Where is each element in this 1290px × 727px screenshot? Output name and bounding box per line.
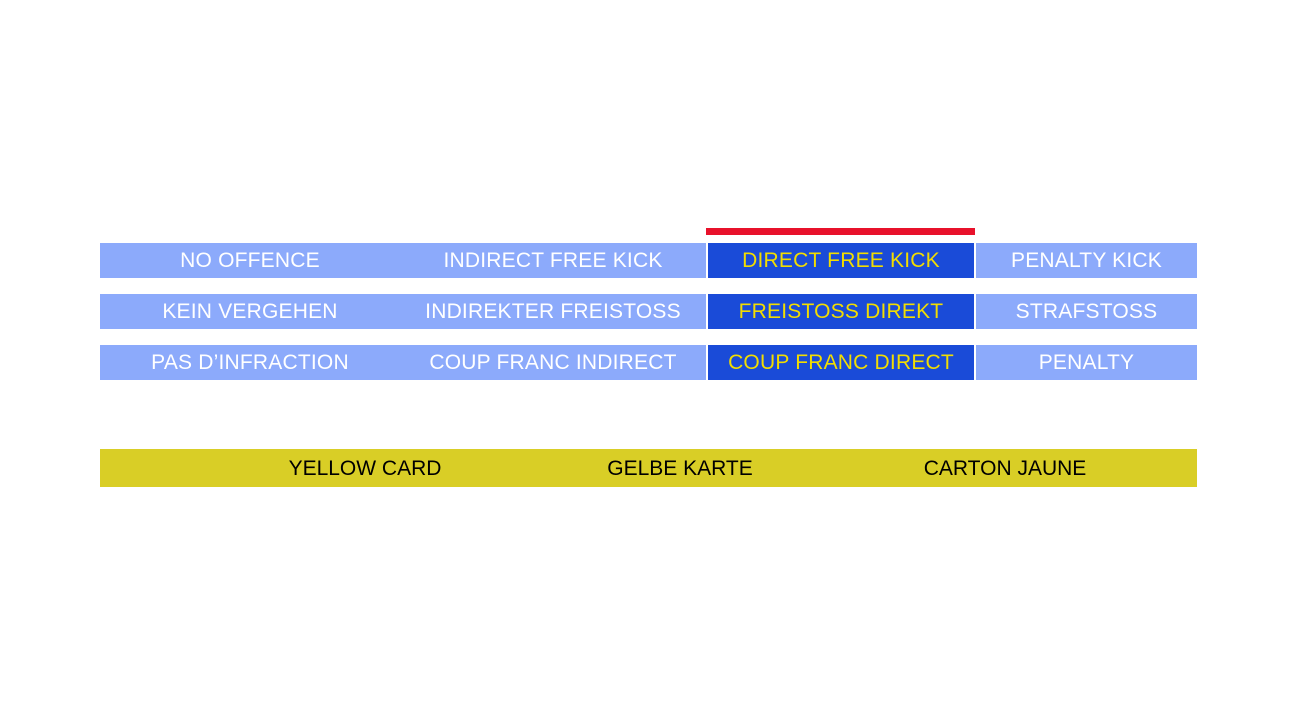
cell-french-direct-free-kick-highlight[interactable]: COUP FRANC DIRECT <box>708 345 974 380</box>
cell-french-direct-free-kick-label: COUP FRANC DIRECT <box>728 351 954 374</box>
row-english-left-segment[interactable]: NO OFFENCE INDIRECT FREE KICK <box>100 243 706 278</box>
cell-english-indirect-free-kick[interactable]: INDIRECT FREE KICK <box>443 249 663 272</box>
decision-matrix: NO OFFENCE INDIRECT FREE KICK DIRECT FRE… <box>100 243 1197 381</box>
cell-french-penalty-kick[interactable]: PENALTY <box>976 345 1197 380</box>
yellow-card-bar[interactable]: YELLOW CARD GELBE KARTE CARTON JAUNE <box>100 449 1197 487</box>
row-french-left-segment[interactable]: PAS D’INFRACTION COUP FRANC INDIRECT <box>100 345 706 380</box>
cell-german-direct-free-kick-label: FREISTOSS DIREKT <box>738 300 944 323</box>
cell-english-direct-free-kick-label: DIRECT FREE KICK <box>742 249 940 272</box>
cell-english-penalty-kick-label: PENALTY KICK <box>1010 249 1162 272</box>
yellow-card-label-english: YELLOW CARD <box>288 456 442 480</box>
cell-english-direct-free-kick-highlight[interactable]: DIRECT FREE KICK <box>708 243 974 278</box>
cell-french-penalty-kick-label: PENALTY <box>1038 351 1135 374</box>
cell-french-indirect-free-kick[interactable]: COUP FRANC INDIRECT <box>429 351 677 374</box>
cell-french-no-offence[interactable]: PAS D’INFRACTION <box>151 351 349 374</box>
highlight-marker-red <box>706 228 975 235</box>
cell-english-no-offence[interactable]: NO OFFENCE <box>180 249 320 272</box>
cell-german-indirect-free-kick[interactable]: INDIREKTER FREISTOSS <box>425 300 681 323</box>
yellow-card-label-german: GELBE KARTE <box>607 456 753 480</box>
row-german-left-segment[interactable]: KEIN VERGEHEN INDIREKTER FREISTOSS <box>100 294 706 329</box>
matrix-row-german: KEIN VERGEHEN INDIREKTER FREISTOSS FREIS… <box>100 294 1197 329</box>
yellow-card-label-french: CARTON JAUNE <box>923 456 1087 480</box>
matrix-row-english: NO OFFENCE INDIRECT FREE KICK DIRECT FRE… <box>100 243 1197 278</box>
cell-german-penalty-kick-label: STRAFSTOSS <box>1015 300 1158 323</box>
cell-german-penalty-kick[interactable]: STRAFSTOSS <box>976 294 1197 329</box>
cell-english-penalty-kick[interactable]: PENALTY KICK <box>976 243 1197 278</box>
cell-german-direct-free-kick-highlight[interactable]: FREISTOSS DIREKT <box>708 294 974 329</box>
cell-german-no-offence[interactable]: KEIN VERGEHEN <box>162 300 338 323</box>
matrix-row-french: PAS D’INFRACTION COUP FRANC INDIRECT COU… <box>100 345 1197 380</box>
